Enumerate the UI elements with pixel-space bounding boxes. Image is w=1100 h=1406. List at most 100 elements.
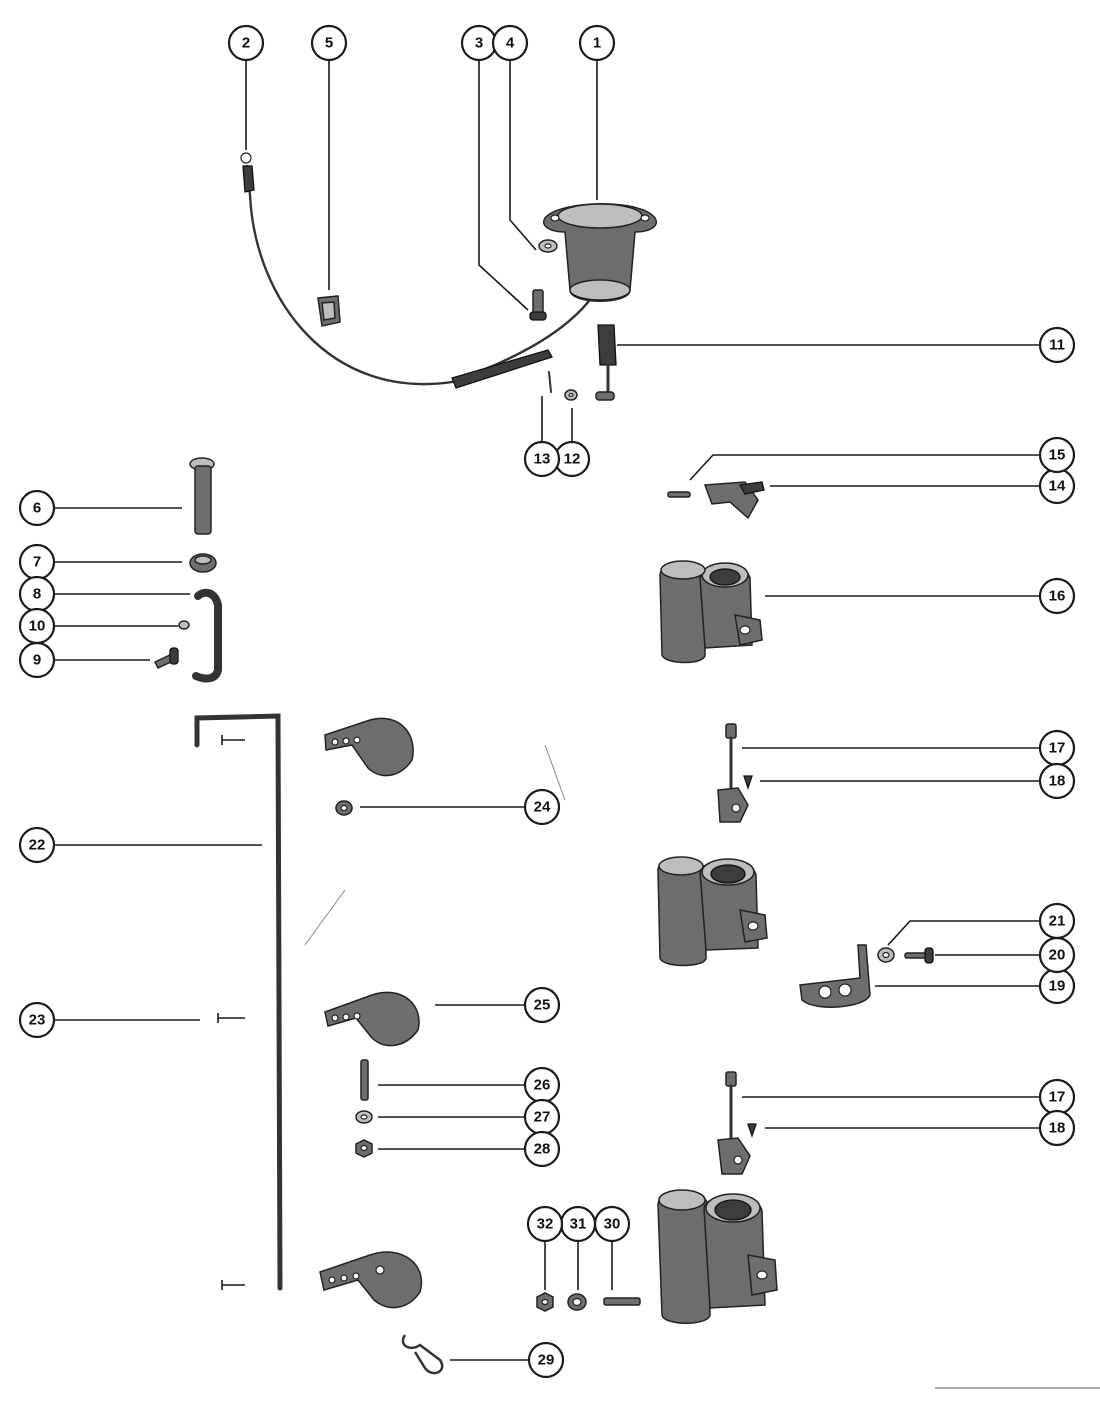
svg-text:29: 29: [538, 1352, 555, 1369]
svg-text:8: 8: [33, 586, 41, 603]
pin-13: [548, 371, 552, 393]
solenoid-housing: [543, 203, 657, 302]
washer-21: [877, 947, 895, 963]
stud-26: [360, 1059, 369, 1101]
clip-18-lower: [747, 1123, 757, 1139]
callout-28: 28: [523, 1130, 561, 1168]
callout-20: 20: [1038, 936, 1076, 974]
svg-text:21: 21: [1049, 913, 1066, 930]
callout-25: 25: [523, 986, 561, 1024]
carburetor-bottom: [657, 1189, 778, 1324]
svg-text:26: 26: [534, 1077, 551, 1094]
svg-text:3: 3: [475, 35, 483, 52]
callout-17-upper: 17: [1038, 729, 1076, 767]
svg-text:17: 17: [1049, 740, 1066, 757]
cable-assembly: [240, 152, 602, 389]
callout-3: 3: [460, 24, 498, 62]
screw-20: [904, 947, 934, 964]
callout-18-upper: 18: [1038, 762, 1076, 800]
callout-26: 26: [523, 1066, 561, 1104]
carburetor-middle: [657, 856, 768, 967]
callout-31: 31: [559, 1205, 597, 1243]
callout-15: 15: [1038, 436, 1076, 474]
clip-5: [317, 295, 341, 327]
svg-text:12: 12: [564, 451, 581, 468]
washer-27: [355, 1110, 373, 1124]
bracket-8: [192, 588, 222, 683]
washer-31: [567, 1293, 587, 1311]
linkage-14: [703, 481, 765, 520]
stud-30: [603, 1297, 641, 1306]
svg-text:30: 30: [604, 1216, 621, 1233]
svg-text:10: 10: [29, 618, 46, 635]
callout-17-lower: 17: [1038, 1078, 1076, 1116]
svg-text:18: 18: [1049, 1120, 1066, 1137]
callout-12: 12: [553, 440, 591, 478]
callout-10: 10: [18, 607, 56, 645]
svg-text:22: 22: [29, 837, 46, 854]
washer-10: [178, 620, 190, 630]
callout-16: 16: [1038, 577, 1076, 615]
callout-27: 27: [523, 1098, 561, 1136]
callout-22: 22: [18, 826, 56, 864]
svg-text:1: 1: [593, 35, 601, 52]
svg-text:5: 5: [325, 35, 333, 52]
svg-text:31: 31: [570, 1216, 587, 1233]
nut-28: [355, 1139, 373, 1158]
svg-text:19: 19: [1049, 978, 1066, 995]
callout-7: 7: [18, 543, 56, 581]
svg-text:14: 14: [1049, 478, 1066, 495]
carburetor-16: [659, 560, 763, 664]
svg-text:13: 13: [534, 451, 551, 468]
svg-text:7: 7: [33, 554, 41, 571]
plunger-11: [595, 324, 617, 401]
svg-text:16: 16: [1049, 588, 1066, 605]
spring-clip-29: [401, 1334, 444, 1375]
washer-4: [538, 239, 558, 253]
lever-25: [324, 991, 420, 1047]
svg-text:32: 32: [537, 1216, 554, 1233]
callouts: 1 2 3 4 5 6 7 8 9 10 11 12 13 14 15 16 1…: [18, 24, 1076, 1379]
callout-23: 23: [18, 1001, 56, 1039]
link-17-upper: [717, 723, 749, 823]
screw-3: [529, 289, 547, 321]
svg-text:28: 28: [534, 1141, 551, 1158]
svg-text:9: 9: [33, 652, 41, 669]
screw-9: [153, 647, 179, 669]
bracket-19: [799, 944, 871, 1008]
lever-top: [324, 717, 414, 777]
callout-11: 11: [1038, 326, 1076, 364]
svg-text:4: 4: [506, 35, 515, 52]
leader-lines: [55, 61, 1039, 1361]
rod-22: [194, 713, 283, 1291]
callout-2: 2: [227, 24, 265, 62]
washer-12: [564, 389, 578, 401]
svg-text:23: 23: [29, 1012, 46, 1029]
callout-6: 6: [18, 489, 56, 527]
svg-text:24: 24: [534, 799, 551, 816]
callout-18-lower: 18: [1038, 1109, 1076, 1147]
svg-text:2: 2: [242, 35, 250, 52]
lever-bottom: [319, 1251, 423, 1309]
link-17-lower: [717, 1071, 751, 1175]
grommet-7: [189, 553, 217, 573]
nut-32: [536, 1292, 554, 1312]
svg-text:27: 27: [534, 1109, 551, 1126]
pin-23: [217, 1013, 245, 1290]
callout-24: 24: [523, 788, 561, 826]
callout-5: 5: [310, 24, 348, 62]
callout-4: 4: [491, 24, 529, 62]
background-marks: [304, 744, 1100, 1389]
svg-text:11: 11: [1049, 337, 1065, 354]
svg-text:17: 17: [1049, 1089, 1066, 1106]
callout-1: 1: [578, 24, 616, 62]
svg-text:18: 18: [1049, 773, 1066, 790]
callout-9: 9: [18, 641, 56, 679]
callout-29: 29: [527, 1341, 565, 1379]
svg-text:6: 6: [33, 500, 41, 517]
callout-32: 32: [526, 1205, 564, 1243]
svg-text:25: 25: [534, 997, 551, 1014]
svg-text:15: 15: [1049, 447, 1066, 464]
callout-13: 13: [523, 440, 561, 478]
